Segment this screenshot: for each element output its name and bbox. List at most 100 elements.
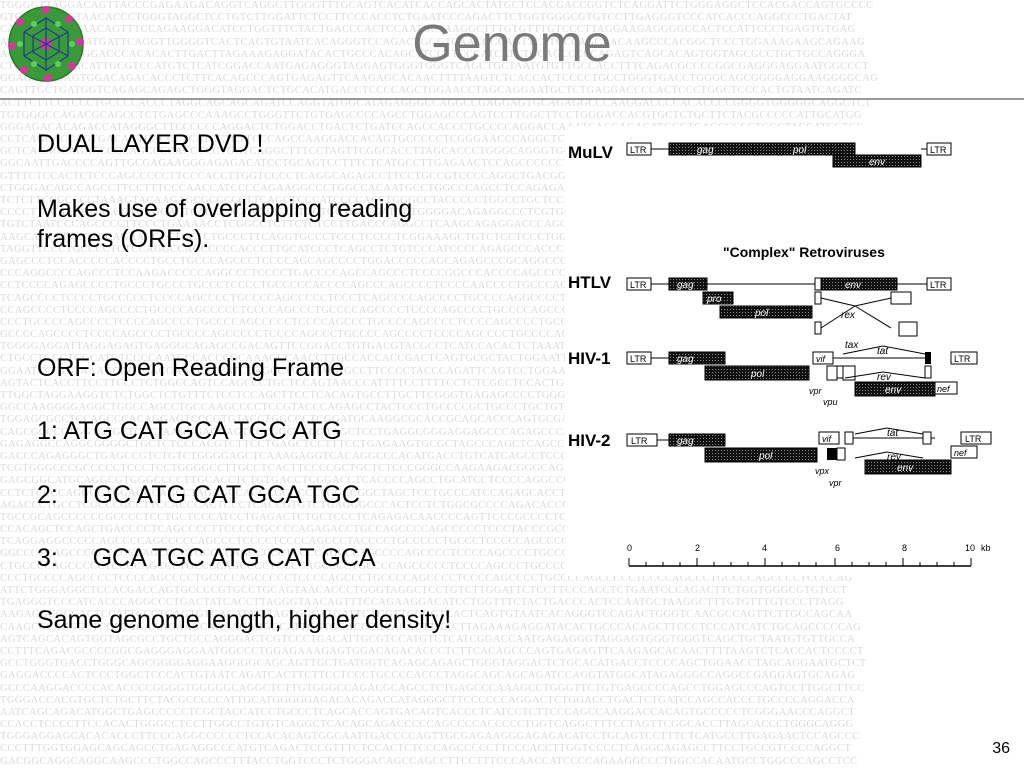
dna-sequence-line: CCACAGCTCCAGCTGACCCCTCAGCCCCTTCCCCTGCCCC… <box>0 524 853 536</box>
dna-sequence-line: CTGCCTGGCTGGCATGTCCCCAATGCCACCCGCAAAGCCA… <box>0 353 846 365</box>
scale-tick-8: 8 <box>902 543 907 553</box>
dna-sequence-line: TGGGACCACGTGCTCTGCTTCTACGCCCCCATTGCATGGG… <box>0 694 855 706</box>
dna-sequence-line: AATCAGCAGACATGGCTGAGCCCCCTCGCTACCATCCTGC… <box>0 706 856 718</box>
htlv-ltr-right-label: LTR <box>930 280 947 290</box>
dna-sequence-line: TGGAGCGCCTCCAGCCCACAGGAGTCCCGTGTACCTGGCC… <box>0 414 863 426</box>
dna-sequence-line: GTTTCTCCACTCTCCCAGCCCCCTTCCCACCTTGGTCCCC… <box>0 170 859 182</box>
dna-sequence-line: CAGCGCCCCTGGTGTGTTCCCTAAGGGACGAGTCCCGGCT… <box>0 426 872 438</box>
dna-sequence-line: ATTCTGGGAGGCTCCACGACCAGTGCCCCGTGCCTGCAGT… <box>0 585 848 596</box>
htlv-gag-label: gag <box>677 280 694 291</box>
page-number: 36 <box>992 740 1010 757</box>
mulv-gag-label: gag <box>697 145 714 156</box>
hiv1-ltr-left-label: LTR <box>630 354 647 364</box>
dna-sequence-line: TTGGCTAGGAAGGTCTCTGGCTCTGTTTCTCCTCCAGCTT… <box>0 390 860 401</box>
mulv-pol <box>752 142 856 156</box>
mulv-label: MuLV <box>568 143 614 162</box>
hiv2-vif <box>818 431 840 445</box>
mulv-env <box>832 154 922 168</box>
dna-sequence-line: CAGTTGCTGATGGTCAGAGCAGAGCTGGGTAGGACTCTGC… <box>0 85 862 97</box>
dna-sequence-line: AAGCACTGTCCCCCCAGAACCCCTGCTCTGCCCTTCAGGT… <box>0 231 862 243</box>
dna-sequence-line: GAGCGGCATGCAGGCGTGGGCCCCTTGCACCTCTGTGACC… <box>0 475 864 487</box>
bullet-overlapping-line1: Makes use of overlapping reading <box>37 195 413 223</box>
dna-sequence-line: CCCTGCCCCAGCCCCTCCCCAGCCCCTGCCCCAGCCCCCT… <box>0 316 853 328</box>
bullet-dual-layer: DUAL LAYER DVD ! <box>37 130 264 158</box>
dna-sequence-line: AAGAGGGGCCACTCCATTCCCTGAGTGTGAGATATATAGT… <box>0 609 853 621</box>
scale-unit: kb <box>981 543 991 553</box>
virus-capsid-logo <box>8 6 84 82</box>
hiv1-nef-label: nef <box>937 384 951 394</box>
dna-sequence-line: GCCCCAGCCCCTCCCCAGCCCCTGCCCCAGCCCCCTCCCC… <box>0 329 854 341</box>
mulv-pol-label: pol <box>792 145 807 156</box>
mulv-ltr-right <box>926 142 952 156</box>
dna-sequence-line: GGAGAAAGAGTGGACAGACACCCTCTTCACAGCCCAGTGA… <box>0 73 879 85</box>
hiv2-genome: LTR gag pol vif tat rev env nef LTR <box>626 427 992 488</box>
htlv-rex-label: rex <box>841 310 856 321</box>
dna-sequence-line: TCTCTTCCGCCCCTAAAGTACAAGAGCGCCCCCTTCAGCT… <box>0 195 859 206</box>
bullet-conclusion: Same genome length, higher density! <box>37 606 452 634</box>
hiv1-label: HIV-1 <box>568 349 611 368</box>
dna-sequence-line: CCCCTTCCAAGGGACCCAGAGGACTCAGCCAGGCTGCAGT… <box>0 207 872 219</box>
mulv-ltr-left-label: LTR <box>630 145 647 155</box>
dna-sequence-line: GAGAGGCCAGGCGGGGCTGCTCTCCCACGTCTTCCTGAGC… <box>0 438 874 450</box>
hiv2-ltr-left-label: LTR <box>631 436 648 446</box>
dna-sequence-line: GACCCAGAGGGCTGAGCCGTCTGTCTGGGGAGCTCAAAGA… <box>0 450 874 462</box>
dna-sequence-line: GTGCCTGCAGTAACACCCTGGGTAGGCTCCTGTCTTGGAT… <box>0 12 853 24</box>
slide-title: Genome <box>412 15 612 73</box>
hiv2-vpr-label: vpr <box>829 478 843 488</box>
hiv2-gag <box>668 433 726 447</box>
dna-sequence-line: ACTTCTTCCTCCCTGCCCCACCCTAGGCAGCAGCAGATCC… <box>0 97 872 109</box>
dna-sequence-line: GGCCAAGGGGAGGCTGGCCAGCCTGCCAAGCCCCTCCGTA… <box>0 402 852 414</box>
mulv-genome: LTR gag pol env LTR <box>626 142 952 168</box>
htlv-env-label: env <box>845 280 862 291</box>
dna-sequence-line: ATATATAGTGGGATGATTCAGGTTGGGGTCACTCAGTGTA… <box>0 36 866 48</box>
hiv2-env <box>864 459 952 475</box>
dna-sequence-line: CTGCCCCAGCCCCCTCCCCAGCCCTGCCCCAGCCCCTCCC… <box>0 560 853 572</box>
hiv2-vpx <box>827 448 837 460</box>
dna-sequence-line: CCACCTCCCCTTCCACACTGGGCCTCCTTGGCCTGTGTCA… <box>0 719 854 731</box>
dna-sequence-line: TGTCTAATCCCAGCCCCTTCCCTGAAAACCTCGGCCTCTT… <box>0 219 863 231</box>
hiv2-vpr <box>836 447 846 461</box>
dna-sequence-line: GAGGACCCCACTCCCTGGCTCCCACTGTAATCAGATCACT… <box>0 670 856 682</box>
bullet-orf-definition: ORF: Open Reading Frame <box>37 354 345 382</box>
hiv1-vif-label: vif <box>816 354 826 364</box>
hiv2-pol <box>704 447 818 463</box>
dna-sequence-line: CCTCTCCCCAGGGGTGGAGGCAGCCTAGAGCCAGGCGGCC… <box>0 487 873 499</box>
dna-sequence-line: CACCTTAGGGTAACAGTTTCCAGAAGGACATCCTGGTTTC… <box>0 24 856 36</box>
hiv2-rev-label: rev <box>887 452 902 463</box>
hiv1-vpu-label: vpu <box>823 397 838 407</box>
htlv-pro <box>702 291 734 305</box>
frame-2: 2: TGC ATG CAT GCA TGC <box>37 481 360 509</box>
scale-tick-10: 10 <box>965 543 975 553</box>
dna-sequence-line: CCCTGCCCCAGCCCCTCCCCAGCCCCTGCCCCAGCCCCCT… <box>0 572 853 584</box>
htlv-genome: LTR gag pro pol env rex tax LTR <box>626 277 952 351</box>
dna-sequence-line: GAGCCCTCCACCCCCACCCCTGCCTGCCCAGCCCTCCCCA… <box>0 255 870 267</box>
dna-sequence-line: TCAGCCCCTCCCCTGCCCCCTCCCCAGCCCCTGCCCCAGC… <box>0 292 850 304</box>
hiv1-vpr-label: vpr <box>809 386 823 396</box>
hiv1-nef <box>934 381 958 395</box>
dna-sequence-line: AGTCAGCACAGTGGTAGCGCCTGCTGCCAGGGACTCGTCC… <box>0 633 856 645</box>
hiv1-env-label: env <box>885 385 902 396</box>
dna-sequence-line: GGAATCCCTGTAAAGGGCTGACGAACCTTCATCCAGCCTG… <box>0 365 852 377</box>
dna-sequence-line: CCCAGGCCCCAGCCCTCCAAGACCCCCAGGCCCTCCCCTG… <box>0 268 869 280</box>
hiv2-env-label: env <box>897 463 914 474</box>
retrovirus-genome-diagram: MuLV LTR gag pol env LTR "Complex" Retro… <box>565 126 998 576</box>
frame-1: 1: ATG CAT GCA TGC ATG <box>37 417 342 445</box>
dna-sequence-line: GACGGCAGGCAGGCAAGCCCTGGCCAGCCCTTTACCTGGT… <box>0 755 858 767</box>
dna-sequence-line: CCTTTCAGACGCCCCGGCGAGGGAGGAATGGCCCTGGAGA… <box>0 645 864 657</box>
dna-sequence-line: CTGGGACAGCCAGCCTTCCTTTCCCAACCATCCCCAGAAG… <box>0 182 870 194</box>
scale-tick-2: 2 <box>695 543 700 553</box>
hiv2-ltr-right-label: LTR <box>965 434 982 444</box>
hiv1-pol <box>704 365 810 381</box>
hiv1-gag <box>668 351 726 365</box>
dna-sequence-line: GGCAATTGACCCCAGTTGCGAGAAGGGAGAGACATCCTGC… <box>0 158 866 170</box>
dna-sequence-line: CCTCAGCACCAGTGACAGTCACCCTCATCCTCTTCCCAGC… <box>0 134 863 146</box>
dna-sequence-line: TGTGGGCCAGACGCAGCCTCTGAGCCCAAAGCCTGGGTTC… <box>0 109 862 121</box>
htlv-tax-exon <box>898 321 918 337</box>
dna-sequence-line: GGCCCCCAGCCCCCTCCCCAGCCCCTGCCCCAGCCCCCTC… <box>0 548 854 560</box>
hiv1-pol-label: pol <box>750 369 765 380</box>
mulv-env-label: env <box>869 157 886 168</box>
dna-sequence-line: GGGAGACACAGACCATAGGGCTTCCCCCCAGGACTCTGGA… <box>0 121 864 133</box>
dna-sequence-line: CAAGCCCACGGCTCCCTGGAAAGAAGCAGAAGAGGGCATT… <box>0 621 862 633</box>
dna-sequence-line: GCCCAAGGACCCCACACCCCGGGGTGGGGGCAGGCTCTTG… <box>0 682 865 694</box>
